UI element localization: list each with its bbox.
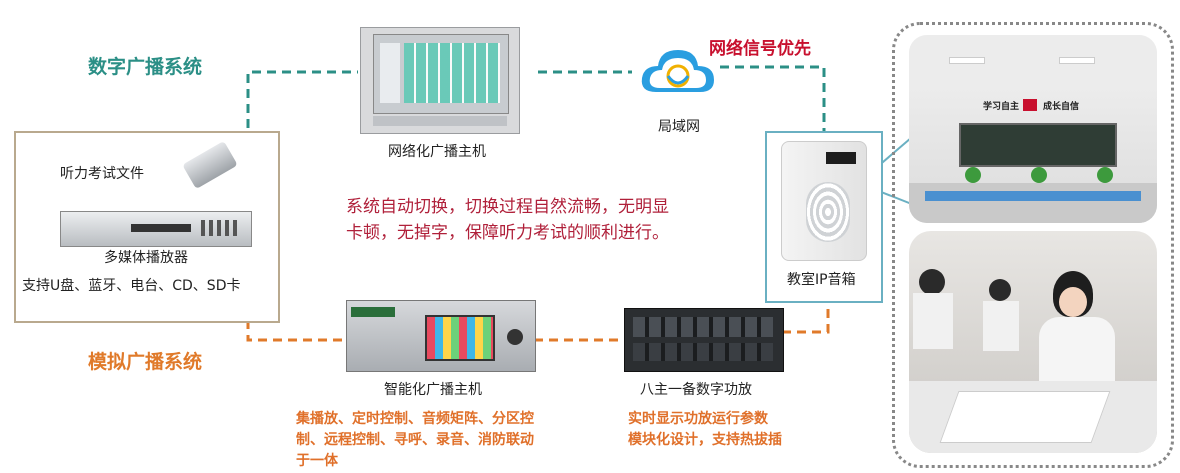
network-priority-label: 网络信号优先 <box>709 39 811 59</box>
smart-host-device <box>346 300 536 372</box>
smart-host-caption: 智能化广播主机 <box>384 382 482 398</box>
player-buttons <box>201 220 241 236</box>
amp-modules-top <box>633 317 773 337</box>
smart-host-knob <box>507 329 523 345</box>
plant <box>1097 167 1113 183</box>
usb-drive-icon <box>182 140 238 190</box>
smart-host-note-1: 集播放、定时控制、音频矩阵、分区控 <box>296 411 534 427</box>
digital-line-right <box>720 65 826 135</box>
ip-speaker-panel: 教室IP音箱 <box>765 131 883 303</box>
slogan-left: 学习自主 <box>983 102 1020 112</box>
lan-caption: 局域网 <box>658 119 700 135</box>
student-head <box>989 279 1011 301</box>
slogan-emblem <box>1023 99 1037 111</box>
classroom-photo-frame: 学习自主 成长自信 <box>892 22 1174 468</box>
analog-system-label: 模拟广播系统 <box>88 351 203 373</box>
listening-file-label: 听力考试文件 <box>60 166 144 182</box>
student-face <box>1059 287 1087 317</box>
student-body <box>1039 317 1115 387</box>
plant <box>965 167 981 183</box>
smart-host-note-2: 制、远程控制、寻呼、录音、消防联动 <box>296 432 534 448</box>
network-host-screen <box>373 34 509 114</box>
network-host-caption: 网络化广播主机 <box>388 144 486 160</box>
classroom-desks <box>925 191 1141 201</box>
classroom-ceiling <box>909 35 1157 83</box>
speaker-grille <box>806 182 850 242</box>
ceiling-light <box>949 57 985 64</box>
lan-cloud-icon <box>638 42 718 100</box>
network-host-device <box>360 27 520 134</box>
smart-host-logo <box>351 307 395 317</box>
switch-note-line-2: 卡顿，无掉字，保障听力考试的顺利进行。 <box>346 223 669 243</box>
student-head <box>919 269 945 295</box>
media-player-device <box>60 211 252 247</box>
amplifier-device <box>624 308 784 372</box>
screen-grid <box>404 43 500 103</box>
plant <box>1031 167 1047 183</box>
media-support-caption: 支持U盘、蓝牙、电台、CD、SD卡 <box>22 278 241 294</box>
slogan-right: 成长自信 <box>1043 102 1080 112</box>
classroom-floor <box>909 183 1157 223</box>
exam-photo <box>909 231 1157 453</box>
player-disc-slot <box>131 224 191 232</box>
speaker-display <box>826 152 856 164</box>
classroom-photo: 学习自主 成长自信 <box>909 35 1157 223</box>
smart-host-screen <box>425 315 495 361</box>
student-body <box>913 293 953 349</box>
analog-line-right <box>782 298 830 334</box>
amplifier-note-1: 实时显示功放运行参数 <box>628 411 768 427</box>
network-host-base <box>373 116 507 126</box>
media-player-panel: 听力考试文件 多媒体播放器 支持U盘、蓝牙、电台、CD、SD卡 <box>14 131 280 323</box>
amp-modules-bottom <box>633 343 773 361</box>
amplifier-caption: 八主一备数字功放 <box>640 382 752 398</box>
ip-speaker-caption: 教室IP音箱 <box>787 272 856 288</box>
blackboard <box>959 123 1117 167</box>
ceiling-light <box>1059 57 1095 64</box>
analog-line-left <box>246 320 344 342</box>
student-body <box>983 301 1019 351</box>
digital-system-label: 数字广播系统 <box>88 56 203 78</box>
exam-paper <box>939 391 1111 443</box>
screen-sidebar <box>380 43 400 103</box>
ip-speaker-device <box>781 141 867 261</box>
smart-host-note-3: 于一体 <box>296 453 338 469</box>
amplifier-note-2: 模块化设计，支持热拔插 <box>628 432 782 448</box>
switch-note-line-1: 系统自动切换，切换过程自然流畅，无明显 <box>346 197 669 217</box>
media-player-caption: 多媒体播放器 <box>104 250 188 266</box>
